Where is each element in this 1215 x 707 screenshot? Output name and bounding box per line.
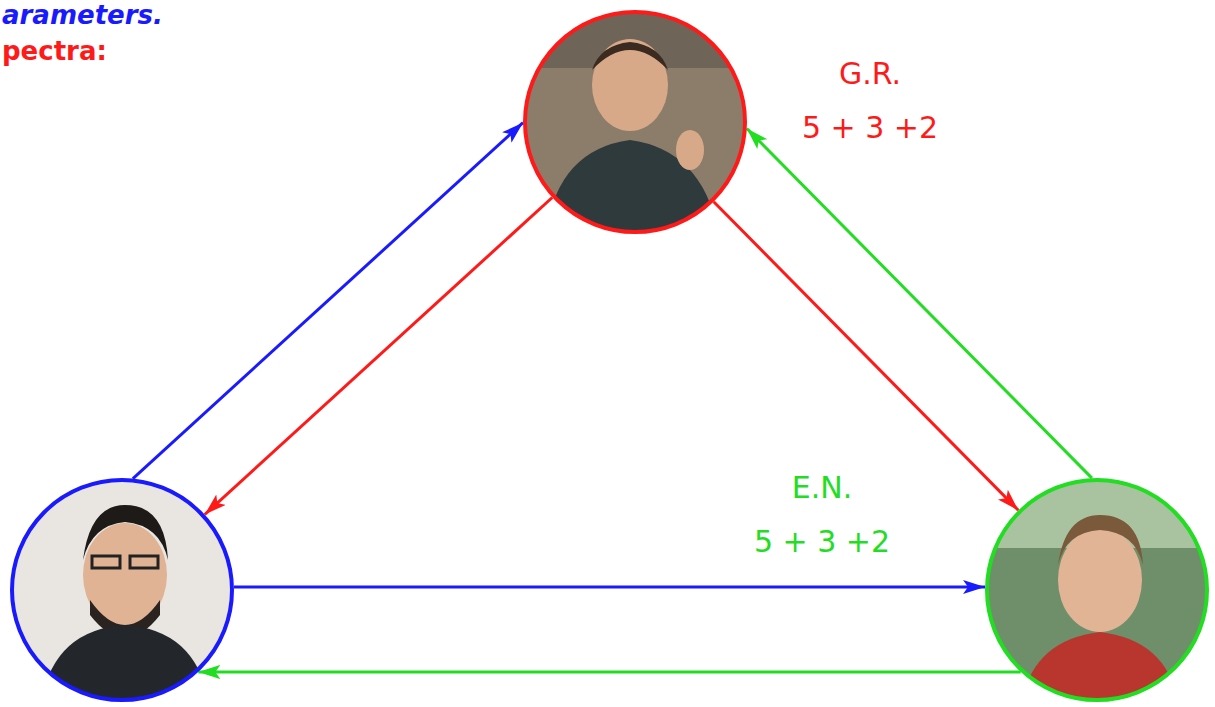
node-initials: G.R. [836, 56, 904, 92]
node-score: 5 + 3 +2 [751, 524, 893, 560]
arrow-connector [198, 671, 1020, 674]
node-initials: E.N. [789, 470, 855, 506]
portrait-circle: G.R.5 + 3 +2 [523, 10, 747, 234]
arrow-connector [234, 586, 985, 589]
heading-fragment: arameters. [2, 0, 163, 31]
portrait-circle [10, 478, 234, 702]
arrow-connector [747, 129, 1092, 479]
arrow-connector [205, 197, 553, 514]
heading-fragment: pectra: [2, 36, 107, 67]
node-score: 5 + 3 +2 [799, 110, 941, 146]
arrow-connector [133, 123, 523, 479]
portrait-circle: E.N.5 + 3 +2 [985, 478, 1209, 702]
